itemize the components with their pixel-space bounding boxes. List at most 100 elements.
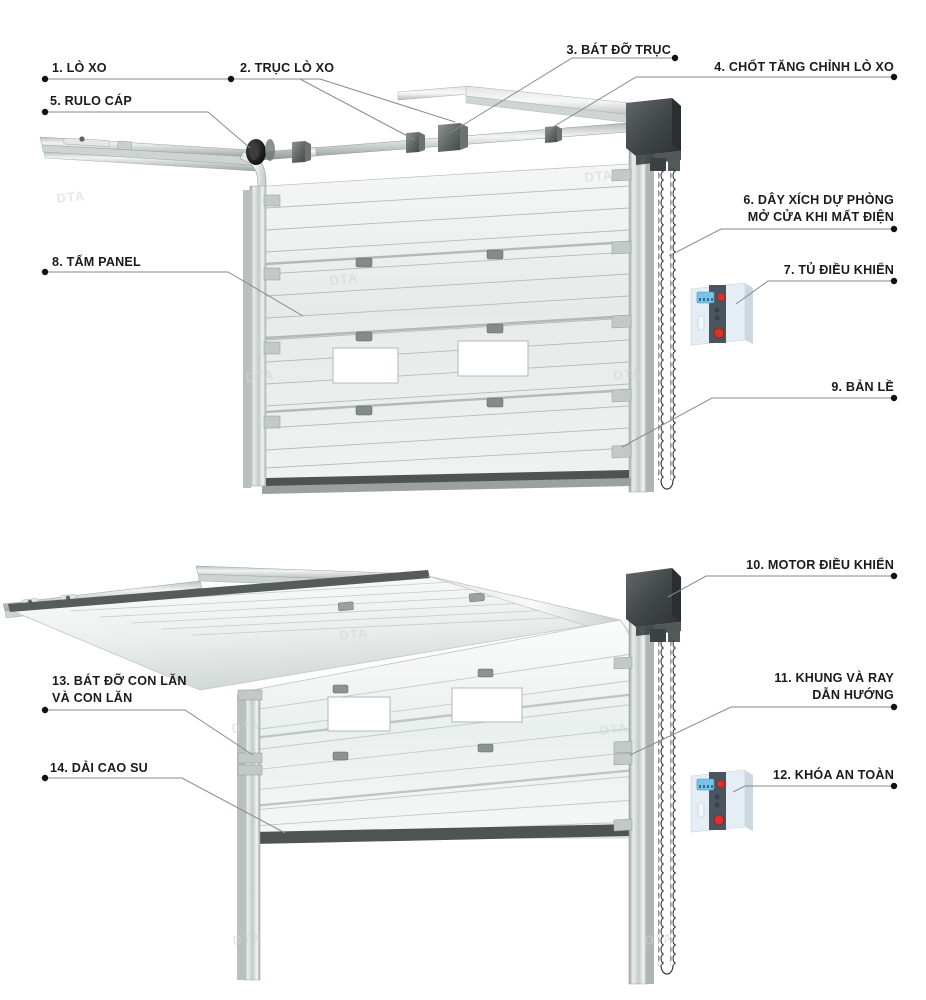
callout-dot-7 (890, 277, 898, 285)
svg-text:DTA: DTA (329, 270, 359, 288)
callout-leader-12 (732, 785, 894, 793)
control-button (714, 307, 720, 313)
watermark: DTA DTA DTA DTA DTA (56, 167, 643, 385)
left-frame-post-open (237, 689, 263, 981)
callout-label-line: 8. TẤM PANEL (52, 255, 141, 269)
callout-dot-3 (671, 54, 679, 62)
callout-label-8: 8. TẤM PANEL (52, 254, 141, 271)
svg-text:DTA: DTA (599, 720, 629, 738)
svg-text:DTA: DTA (231, 718, 261, 736)
callout-dot-10 (890, 572, 898, 580)
side-hinge (611, 168, 632, 459)
callout-leader-10 (667, 575, 894, 598)
callout-label-12: 12. KHÓA AN TOÀN (773, 767, 894, 784)
emergency-chain (658, 168, 676, 490)
panel-hinge (355, 249, 504, 416)
right-frame-post (628, 133, 654, 493)
callout-leader-2 (231, 78, 416, 141)
svg-text:DTA: DTA (245, 367, 275, 385)
callout-label-7: 7. TỦ ĐIỀU KHIỂN (784, 262, 894, 279)
callout-dot-9 (890, 394, 898, 402)
control-button (714, 794, 720, 800)
callout-dots (41, 54, 898, 790)
callout-label-11: 11. KHUNG VÀ RAY DẪN HƯỚNG (774, 670, 894, 703)
watermark: DTA DTA DTA DTA DTA (231, 625, 674, 948)
callout-leaders (45, 57, 894, 834)
side-hinge (263, 194, 281, 429)
control-button (714, 802, 720, 808)
callout-label-line: 11. KHUNG VÀ RAY (774, 671, 894, 685)
callout-label-line: 5. RULO CÁP (50, 94, 132, 108)
figure-door-closed: DTA DTA DTA DTA DTA (39, 85, 753, 494)
callout-label-line: 2. TRỤC LÒ XO (240, 61, 335, 75)
svg-text:DTA: DTA (613, 365, 643, 383)
motor-unit-open (626, 568, 681, 642)
callout-leader-4 (547, 76, 894, 131)
callout-label-line: 13. BÁT ĐỠ CON LĂN (52, 674, 187, 688)
control-button (714, 315, 720, 321)
emergency-chain-open (658, 640, 676, 975)
figure-door-open: DTA DTA DTA DTA DTA (2, 565, 753, 985)
callout-label-9: 9. BẢN LỀ (831, 379, 894, 396)
callout-label-3: 3. BÁT ĐỠ TRỤC (567, 42, 672, 59)
callout-leader-6 (668, 228, 894, 257)
callout-leader-1 (45, 78, 456, 123)
callout-leader-14 (45, 777, 286, 834)
callout-dot-4 (890, 73, 898, 81)
emergency-stop-button (713, 814, 725, 826)
svg-text:DTA: DTA (232, 930, 262, 948)
callout-leader-5 (45, 111, 251, 149)
door-window (451, 687, 523, 723)
door-panel-assembly (265, 163, 630, 487)
door-window (457, 340, 529, 377)
callout-label-line: 6. DÂY XÍCH DỰ PHÒNG (743, 193, 894, 207)
horizontal-track-assembly (39, 136, 256, 172)
callout-label-line: 10. MOTOR ĐIỀU KHIỂN (746, 558, 894, 572)
bottom-rubber-seal (262, 470, 631, 494)
callout-leader-7 (735, 280, 894, 305)
torsion-shaft-assembly (246, 85, 641, 165)
shaft-bracket (438, 123, 468, 152)
shaft-bracket (292, 141, 311, 163)
callout-label-line: 9. BẢN LỀ (831, 380, 894, 394)
callout-label-line: 4. CHỐT TĂNG CHỈNH LÒ XO (714, 60, 894, 74)
callout-leader-9 (621, 397, 894, 448)
callout-label-4: 4. CHỐT TĂNG CHỈNH LÒ XO (714, 59, 894, 76)
roller-bracket (237, 689, 263, 776)
callout-leader-3 (449, 57, 675, 134)
svg-text:DTA: DTA (644, 930, 674, 948)
motor-unit (626, 98, 681, 171)
callout-dot-12 (890, 782, 898, 790)
callout-label-1: 1. LÒ XO (52, 60, 107, 77)
callout-label-line: 12. KHÓA AN TOÀN (773, 768, 894, 782)
callout-label-line: 14. DẢI CAO SU (50, 761, 148, 775)
callout-leader-8 (45, 271, 304, 317)
door-window (327, 696, 391, 732)
callout-dot-1 (41, 75, 49, 83)
right-frame-post-open (613, 615, 654, 985)
callout-leader-13 (45, 709, 254, 756)
control-button (716, 779, 726, 789)
control-panel (690, 282, 753, 346)
svg-text:DTA: DTA (339, 625, 369, 643)
emergency-stop-button (713, 327, 725, 339)
door-leaf-open-horizontal (8, 570, 621, 691)
callout-dot-2 (227, 75, 235, 83)
control-panel-open (690, 769, 753, 833)
callout-label-line: MỞ CỬA KHI MẤT ĐIỆN (747, 209, 894, 224)
callout-leader-11 (629, 706, 894, 756)
callout-label-line: 1. LÒ XO (52, 61, 107, 75)
callout-dot-13 (41, 706, 49, 714)
callout-dot-6 (890, 225, 898, 233)
callout-dot-11 (890, 703, 898, 711)
callout-dot-8 (41, 268, 49, 276)
callout-label-10: 10. MOTOR ĐIỀU KHIỂN (746, 557, 894, 574)
roller-bracket (613, 656, 633, 832)
callout-label-line: DẪN HƯỚNG (812, 687, 894, 702)
shaft-bracket (406, 132, 425, 153)
spring-tension-bolt (545, 126, 562, 143)
left-frame-post (243, 185, 267, 488)
callout-label-14: 14. DẢI CAO SU (50, 760, 148, 777)
svg-text:DTA: DTA (56, 188, 86, 206)
